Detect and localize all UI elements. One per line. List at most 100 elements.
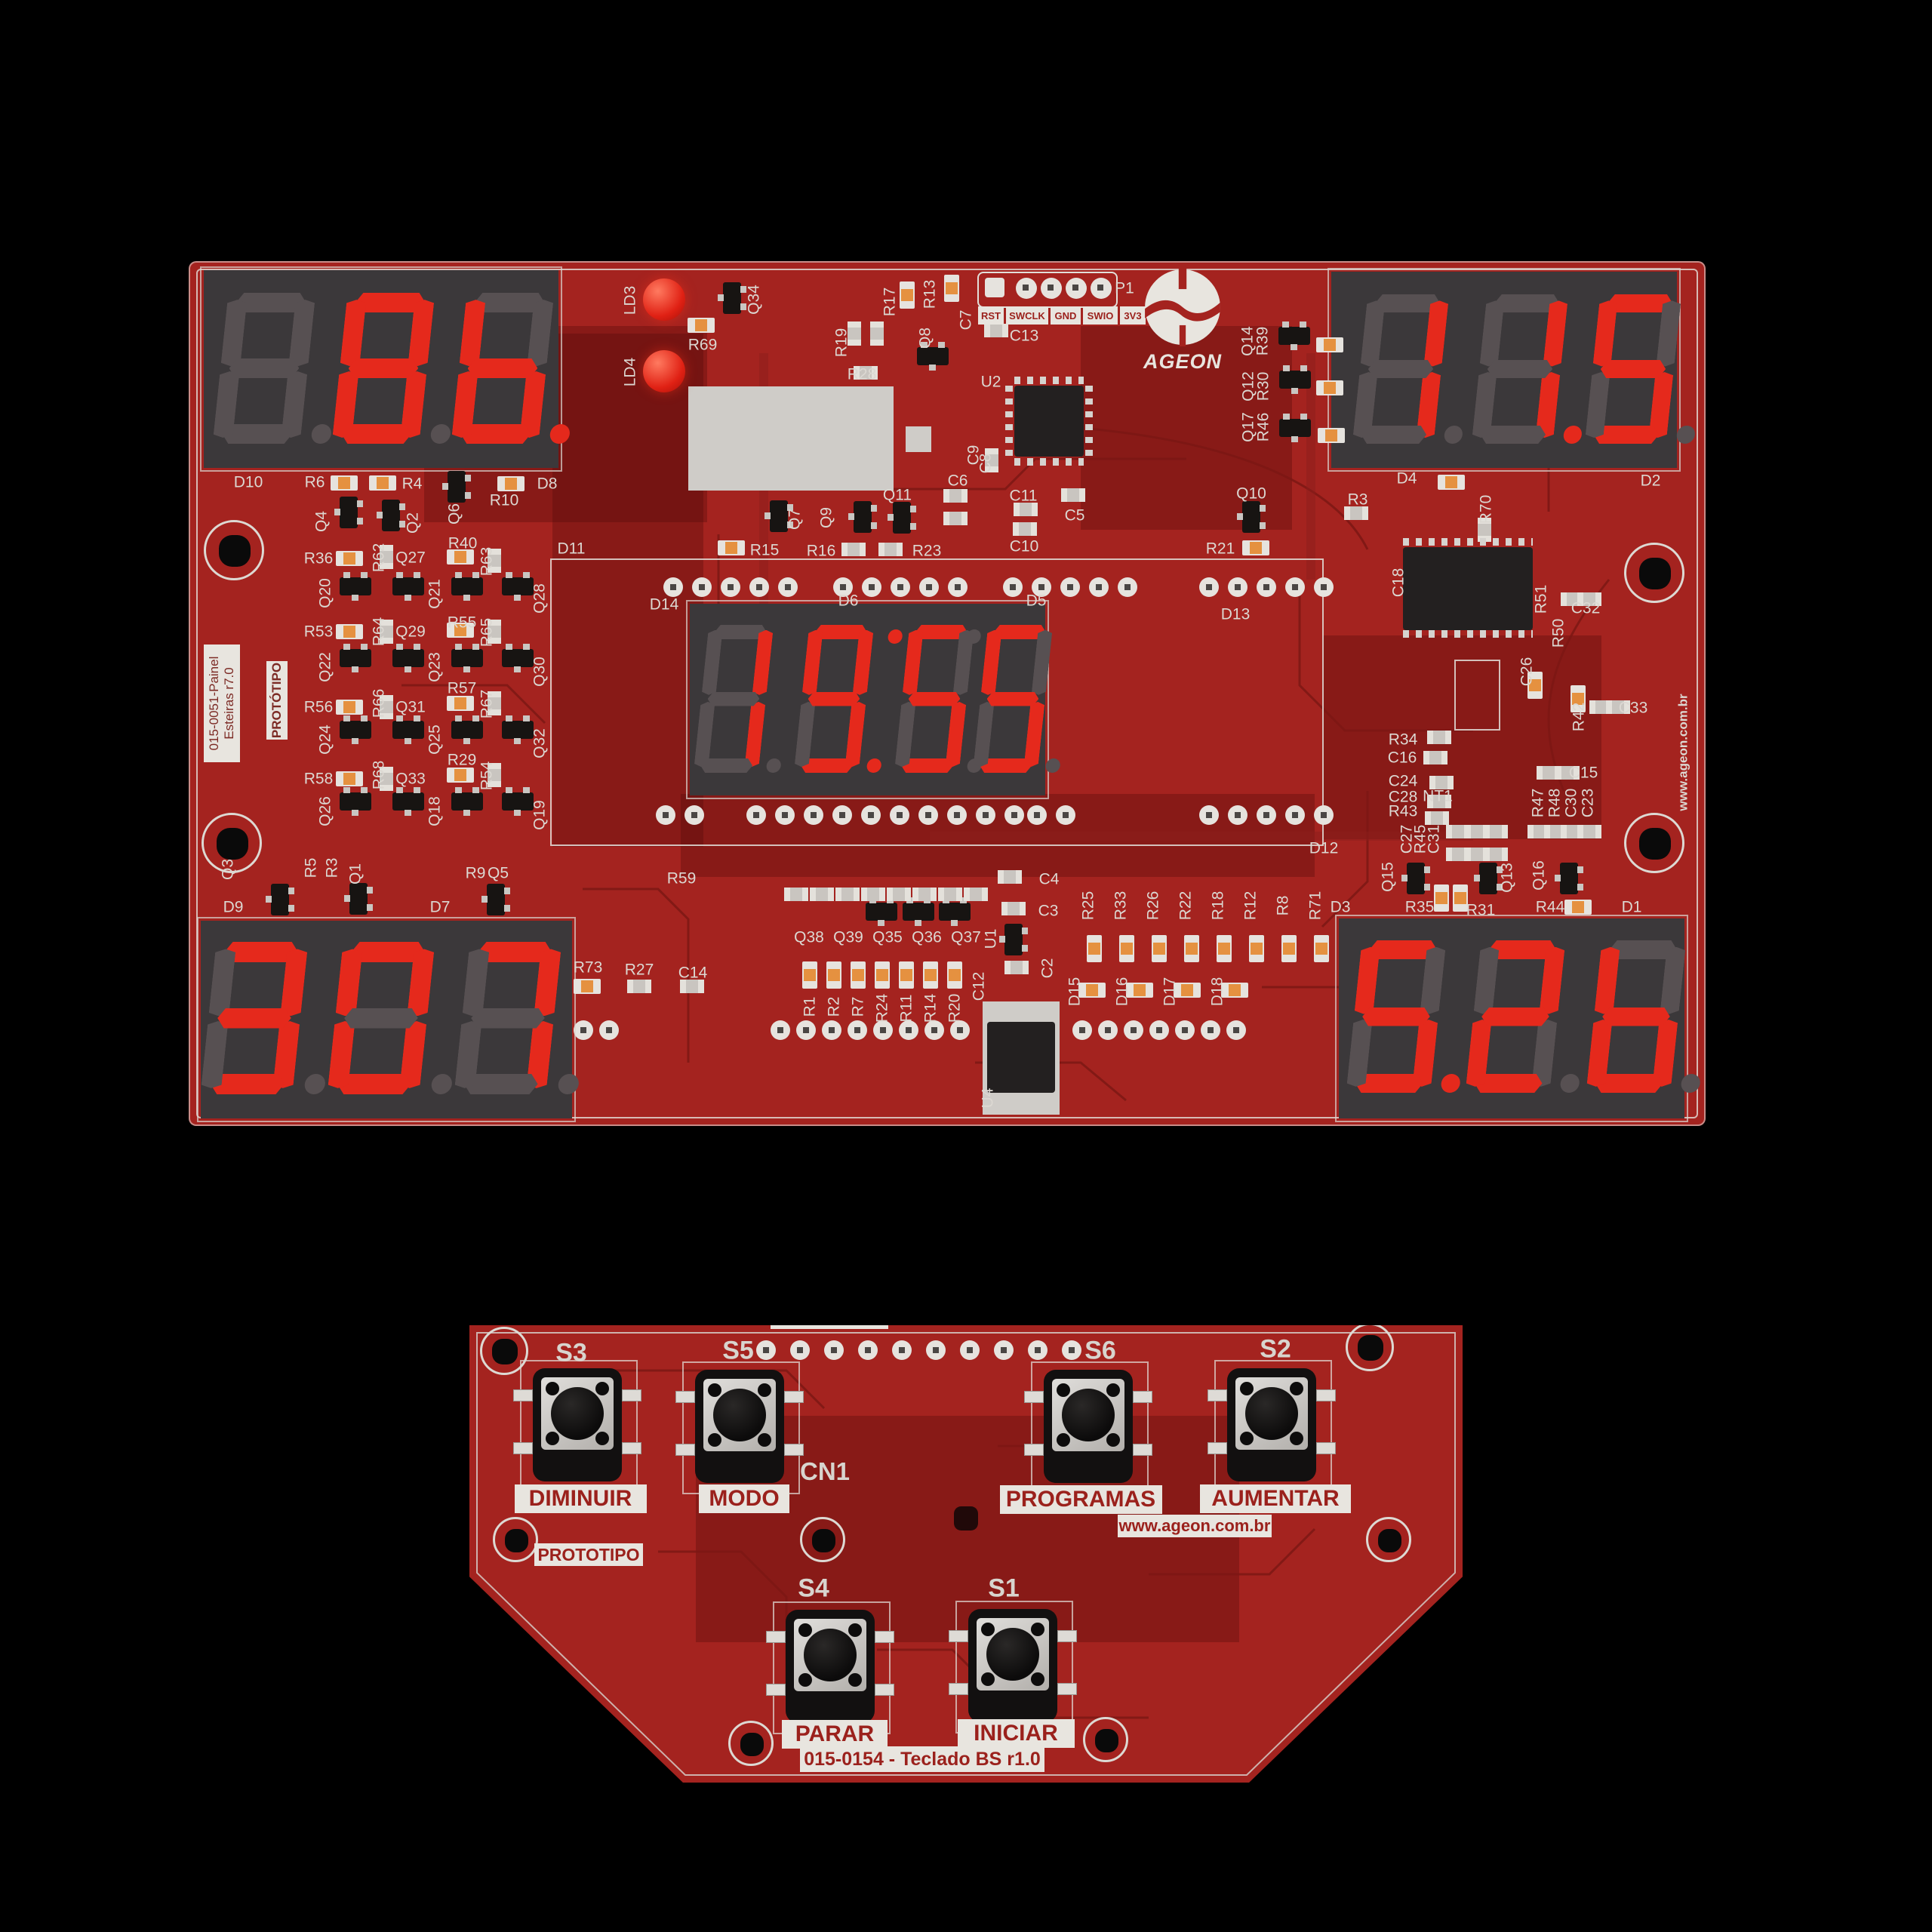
display-digit	[327, 942, 453, 1094]
silk-label-R67: R67	[478, 689, 496, 719]
silk-label-R11: R11	[897, 994, 915, 1023]
resistor-body	[343, 773, 355, 785]
resistor-chip	[1221, 983, 1248, 998]
resistor-chip	[802, 961, 817, 989]
resistor-body	[1315, 943, 1327, 955]
pin	[514, 810, 521, 816]
resistor-body	[725, 542, 737, 554]
display-digit	[1586, 940, 1702, 1093]
transistor-sot23	[917, 342, 949, 371]
silk-label-R28: R28	[847, 365, 877, 383]
resistor-body	[1088, 943, 1100, 955]
pin	[506, 572, 512, 578]
silk-label-R20: R20	[946, 993, 964, 1023]
silk-label-R53: R53	[303, 623, 334, 641]
transistor-sot23	[392, 787, 424, 816]
button-pin	[1208, 1389, 1227, 1401]
pin	[514, 595, 521, 601]
pin	[1555, 875, 1561, 881]
segment-g	[808, 692, 861, 706]
pin	[1237, 513, 1243, 520]
push-button-s6[interactable]	[1024, 1370, 1152, 1483]
silk-label-Q13: Q13	[1498, 863, 1516, 893]
button-pin	[949, 1630, 968, 1642]
silk-label-Q35: Q35	[872, 928, 903, 946]
resistor-chip	[447, 549, 474, 565]
resistor-chip	[688, 318, 715, 333]
pin	[506, 715, 512, 721]
silk-label-D13: D13	[1220, 605, 1251, 623]
hole-bore	[1638, 557, 1671, 589]
silk-label-D10: D10	[233, 473, 263, 491]
segment-f	[1360, 300, 1385, 366]
hole-bore	[492, 1339, 518, 1365]
display-digit	[454, 942, 580, 1094]
silk-label-R7: R7	[849, 996, 867, 1017]
push-button-s3[interactable]	[513, 1368, 641, 1481]
silk-label-C14: C14	[678, 964, 708, 982]
silk-label-C6: C6	[947, 472, 968, 490]
pin	[1474, 875, 1480, 881]
p1-pin-label: RST	[978, 306, 1004, 325]
solder-pad	[833, 577, 853, 597]
solder-pad	[891, 577, 910, 597]
resistor-chip	[1078, 983, 1106, 998]
keypad-mounting-hole	[800, 1517, 845, 1562]
silk-label-Q28: Q28	[531, 583, 549, 614]
dpak-tab	[1000, 1093, 1042, 1112]
transistor-sot23	[340, 787, 371, 816]
silk-label-R69: R69	[688, 336, 718, 354]
plate-corner-dot	[595, 1382, 609, 1395]
silk-label-C2: C2	[1038, 958, 1057, 979]
cn1-connector-pad	[1062, 1340, 1081, 1360]
silk-label-Q31: Q31	[395, 698, 426, 716]
segment-g	[470, 1008, 546, 1029]
silk-label-R43: R43	[1388, 802, 1418, 820]
push-button-s2[interactable]	[1208, 1368, 1336, 1481]
transistor-sot23	[502, 572, 534, 601]
push-button-s4[interactable]	[766, 1610, 894, 1723]
silk-label-Q16: Q16	[1530, 860, 1548, 891]
pin	[1291, 436, 1298, 442]
button-pin	[1024, 1444, 1044, 1456]
silk-label-R27: R27	[624, 961, 654, 979]
silk-label-R31: R31	[1466, 901, 1496, 919]
segment-f	[702, 630, 723, 695]
pin	[481, 896, 488, 903]
display-digit	[1346, 940, 1462, 1093]
silk-label-R68: R68	[370, 760, 388, 790]
solder-pad	[1285, 577, 1305, 597]
silk-label-R44: R44	[1535, 898, 1565, 916]
button-plunger	[986, 1628, 1039, 1681]
resistor-chip	[718, 540, 745, 555]
pin	[523, 644, 530, 650]
solder-pad	[919, 577, 939, 597]
pin	[405, 666, 411, 672]
push-button-s1[interactable]	[949, 1609, 1077, 1722]
button-caption-diminuir: DIMINUIR	[514, 1484, 647, 1513]
silk-label-NT1: NT1	[1423, 787, 1453, 805]
pin	[888, 514, 894, 521]
display-digit	[451, 293, 571, 444]
transistor-sot23	[903, 897, 934, 926]
resistor-chip	[1316, 380, 1343, 395]
p1-pin-label: 3V3	[1120, 306, 1146, 325]
display-digit	[200, 942, 326, 1094]
transistor-sot23	[451, 572, 483, 601]
pin	[1291, 388, 1298, 394]
resistor-chip	[1438, 475, 1465, 490]
push-button-s5[interactable]	[675, 1370, 804, 1483]
silk-label-Q32: Q32	[531, 728, 549, 758]
silk-label-R14: R14	[921, 993, 940, 1023]
pin	[1300, 414, 1307, 420]
transistor-sot23	[451, 644, 483, 672]
transistor-sot23	[392, 572, 424, 601]
solder-pad	[1199, 805, 1219, 825]
capacitor-chip	[1013, 522, 1037, 536]
solder-pad	[796, 1020, 816, 1040]
resistor-body	[901, 289, 913, 301]
silk-label-LD4: LD4	[621, 357, 639, 387]
keypad-prototype-label: PROTOTIPO	[534, 1543, 643, 1566]
silk-label-D1: D1	[1621, 898, 1642, 916]
